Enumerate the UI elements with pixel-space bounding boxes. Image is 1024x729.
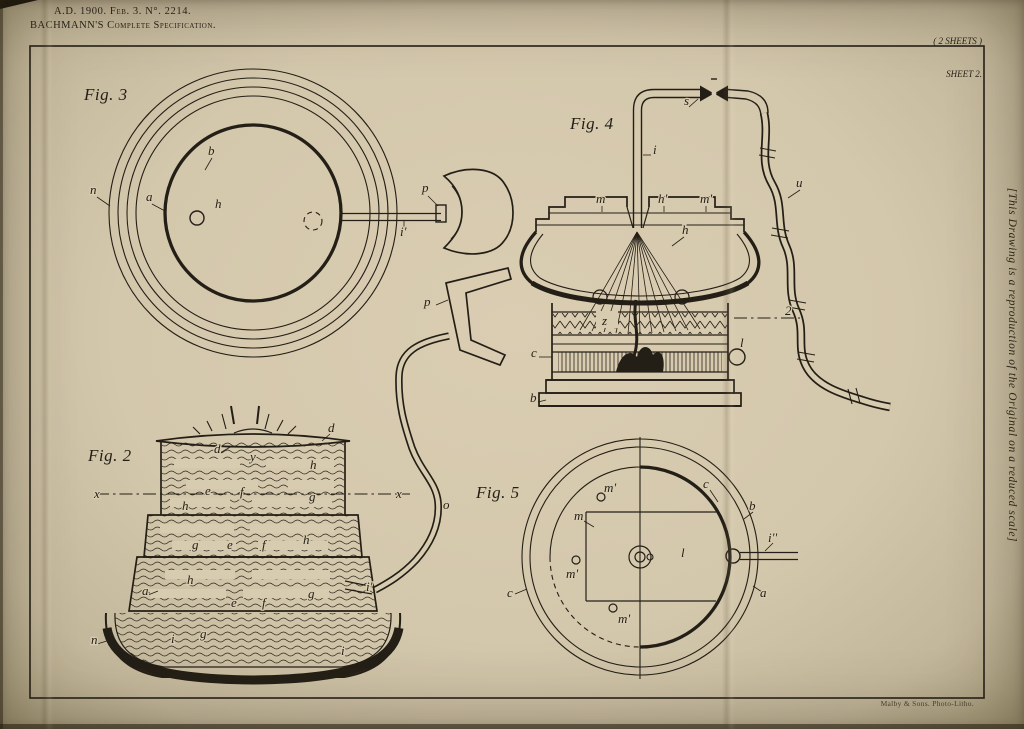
fig3-label-n: n: [90, 182, 97, 197]
fig4-label-h1: h': [658, 191, 668, 206]
fig2-label-x2: x: [395, 486, 402, 501]
fig4-drawing: Fig. 4 m h' m' i s u h z c l b 2: [519, 78, 891, 412]
scan-bottom-edge: [0, 724, 1024, 729]
baffle-plates-upper: [170, 459, 334, 507]
fig5-label-m: m: [574, 508, 583, 523]
fig2-label-e3: e: [231, 595, 237, 610]
header-date-number: A.D. 1900. Feb. 3. N°. 2214.: [54, 6, 192, 17]
fig2-label-e2: e: [227, 537, 233, 552]
connecting-tube-drawing: p o: [373, 266, 513, 594]
header-title: BACHMANN'S Complete Specification.: [30, 20, 217, 31]
wick-tassel: [616, 346, 664, 372]
vapour-ticks: [192, 413, 297, 435]
fig5-inner-rim: [639, 465, 732, 649]
fig5-stem-knob: [725, 548, 741, 564]
fig5-label-i2: i'': [768, 530, 777, 545]
sheet-number: SHEET 2.: [946, 69, 982, 79]
hose-u: [759, 112, 891, 412]
fig3-title: Fig. 3: [83, 85, 128, 104]
fig5-label-m2: m': [566, 566, 578, 581]
fig2-label-i3: i: [341, 643, 345, 658]
sheet-info: ( 2 SHEETS ) SHEET 2.: [933, 14, 982, 91]
fig3-label-a: a: [146, 189, 153, 204]
fig2-label-h4: h: [187, 572, 194, 587]
fig2-label-x1: x: [93, 486, 100, 501]
fig4-label-m: m: [596, 191, 605, 206]
printer-credit: Malby & Sons. Photo-Litho.: [880, 699, 974, 708]
fig2-label-f1: f: [240, 484, 246, 499]
fig3-label-b: b: [208, 143, 215, 158]
fig5-label-m3: m': [618, 611, 630, 626]
fig2-label-f3: f: [262, 595, 268, 610]
fig4-label-m1: m': [700, 191, 712, 206]
fig2-label-d1: d: [214, 441, 221, 456]
fig2-label-g3: g: [308, 586, 315, 601]
fig3-mouthpiece: [442, 168, 514, 255]
fig2-label-a: a: [142, 583, 149, 598]
fig2-label-h3: h: [303, 532, 310, 547]
fig3-label-p: p: [421, 180, 429, 195]
fig5-label-m1: m': [604, 480, 616, 495]
fig5-label-l: l: [681, 545, 685, 560]
fig2-label-e1: e: [205, 483, 211, 498]
fig3-hole-h: [189, 210, 205, 226]
fig2-label-i1: i': [366, 579, 373, 594]
fig2-label-f2: f: [262, 537, 268, 552]
fig3-drawing: Fig. 3 b n a h i' p: [83, 68, 514, 358]
reduction-note: [This Drawing is a reproduction of the O…: [1006, 187, 1018, 542]
fig2-label-y: y: [248, 449, 256, 464]
fig4-label-b: b: [530, 390, 537, 405]
fig4-title: Fig. 4: [569, 114, 614, 133]
sheets-count: ( 2 SHEETS ): [933, 36, 982, 46]
fig3-label-i1: i': [400, 224, 407, 239]
link-label-p: p: [423, 294, 431, 309]
link-label-o: o: [443, 497, 450, 512]
gauze-band: [553, 313, 727, 334]
plate-border: [29, 45, 985, 699]
fig4-label-i: i: [653, 142, 657, 157]
fig5-hub: [628, 545, 652, 569]
scan-left-edge: [0, 0, 3, 729]
fig2-label-g4: g: [200, 626, 207, 641]
fig5-label-a: a: [760, 585, 767, 600]
fig2-drawing: Fig. 2 d d y x x h e f g h g e f h a h e…: [87, 405, 410, 685]
valve-icon: [700, 85, 714, 102]
fig4-label-u: u: [796, 175, 803, 190]
fig4-label-s: s: [684, 93, 689, 108]
fig5-drawing: Fig. 5 m' m c b l i'' m' m' c a: [475, 437, 798, 679]
fig5-label-c1: c: [703, 476, 709, 491]
fig2-label-d2: d: [328, 420, 335, 435]
baffle-plates-lower: [150, 570, 330, 598]
fig4-label-2: 2: [785, 303, 792, 318]
fig2-label-h1: h: [310, 457, 317, 472]
baffle-plates-middle: [160, 524, 334, 550]
scan-corner-artifact: [0, 0, 38, 9]
fig4-label-l: l: [740, 335, 744, 350]
fig4-label-z: z: [601, 313, 607, 328]
fig4-knob-l: [728, 348, 746, 366]
fig5-label-b: b: [749, 498, 756, 513]
fig4-label-c: c: [531, 345, 537, 360]
fig5-label-c2: c: [507, 585, 513, 600]
fig4-label-h: h: [682, 222, 689, 237]
fig2-label-i2: i: [171, 631, 175, 646]
bracket-plate: [444, 266, 513, 367]
fig3-label-h: h: [215, 196, 222, 211]
fig2-label-n: n: [91, 632, 98, 647]
fig5-title: Fig. 5: [475, 483, 520, 502]
flexible-tube: [373, 332, 450, 594]
fig2-label-g1: g: [309, 489, 316, 504]
fig2-title: Fig. 2: [87, 446, 132, 465]
fig3-dashed-hole: [303, 211, 323, 231]
fig2-label-g2: g: [192, 537, 199, 552]
fig2-label-h2: h: [182, 498, 189, 513]
